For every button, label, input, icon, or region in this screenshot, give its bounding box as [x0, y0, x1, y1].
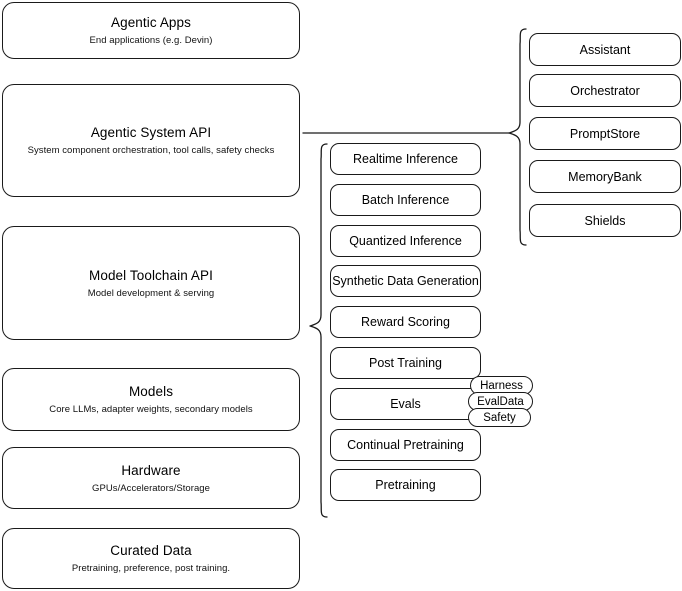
- toolchain-item-continual-pretraining[interactable]: Continual Pretraining: [330, 429, 481, 461]
- brace-system-components: [508, 28, 527, 246]
- stack-node-title: Model Toolchain API: [89, 267, 213, 283]
- toolchain-item-quantized-inference[interactable]: Quantized Inference: [330, 225, 481, 257]
- stack-node-agentic-system-api[interactable]: Agentic System API System component orch…: [2, 84, 300, 197]
- stack-node-models[interactable]: Models Core LLMs, adapter weights, secon…: [2, 368, 300, 431]
- system-item-promptstore[interactable]: PromptStore: [529, 117, 681, 150]
- toolchain-item-synthetic-data-generation[interactable]: Synthetic Data Generation: [330, 265, 481, 297]
- system-item-orchestrator[interactable]: Orchestrator: [529, 74, 681, 107]
- toolchain-item-evals[interactable]: Evals: [330, 388, 481, 420]
- stack-node-title: Hardware: [121, 462, 181, 478]
- stack-node-hardware[interactable]: Hardware GPUs/Accelerators/Storage: [2, 447, 300, 509]
- toolchain-item-pretraining[interactable]: Pretraining: [330, 469, 481, 501]
- stack-node-subtitle: System component orchestration, tool cal…: [27, 145, 275, 156]
- stack-node-curated-data[interactable]: Curated Data Pretraining, preference, po…: [2, 528, 300, 589]
- stack-node-title: Curated Data: [110, 543, 192, 558]
- stack-node-agentic-apps[interactable]: Agentic Apps End applications (e.g. Devi…: [2, 2, 300, 59]
- stack-node-subtitle: Model development & serving: [87, 287, 215, 299]
- toolchain-item-reward-scoring[interactable]: Reward Scoring: [330, 306, 481, 338]
- toolchain-item-post-training[interactable]: Post Training: [330, 347, 481, 379]
- stack-node-subtitle: Core LLMs, adapter weights, secondary mo…: [49, 404, 253, 415]
- system-item-shields[interactable]: Shields: [529, 204, 681, 237]
- system-item-memorybank[interactable]: MemoryBank: [529, 160, 681, 193]
- system-item-assistant[interactable]: Assistant: [529, 33, 681, 66]
- toolchain-item-batch-inference[interactable]: Batch Inference: [330, 184, 481, 216]
- evals-subitem-safety[interactable]: Safety: [468, 408, 531, 427]
- stack-node-subtitle: End applications (e.g. Devin): [89, 35, 213, 46]
- toolchain-item-realtime-inference[interactable]: Realtime Inference: [330, 143, 481, 175]
- stack-node-subtitle: GPUs/Accelerators/Storage: [92, 482, 210, 494]
- stack-node-title: Agentic Apps: [110, 15, 191, 30]
- stack-node-subtitle: Pretraining, preference, post training.: [71, 563, 231, 574]
- stack-node-title: Models: [128, 384, 174, 399]
- stack-node-title: Agentic System API: [90, 125, 212, 140]
- stack-node-model-toolchain-api[interactable]: Model Toolchain API Model development & …: [2, 226, 300, 340]
- brace-toolchain-components: [309, 143, 328, 518]
